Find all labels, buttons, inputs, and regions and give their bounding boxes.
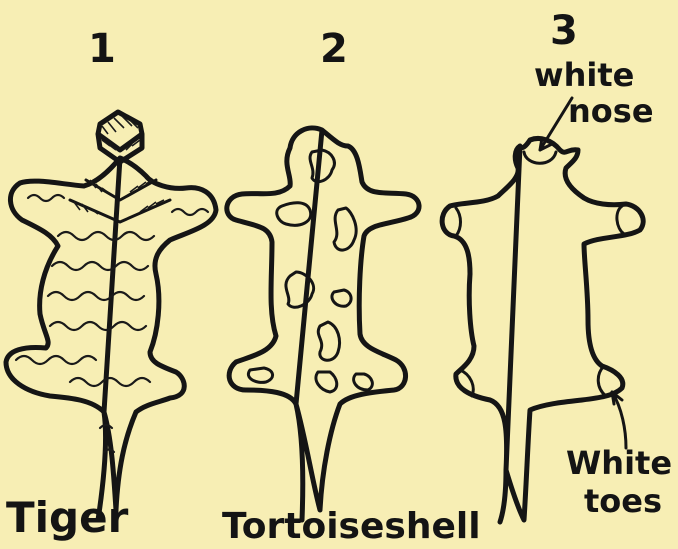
figure-2-number: 2: [320, 26, 348, 72]
tiger-head-outline: [98, 112, 142, 162]
tiger-skin: [6, 112, 216, 520]
tiger-stripe-2: [172, 209, 208, 215]
tiger-stripe-1: [28, 195, 64, 201]
tortoiseshell-spot-4: [286, 272, 314, 307]
tiger-stripe-6: [50, 322, 146, 330]
tortoiseshell-spot-7: [248, 368, 272, 382]
tortoiseshell-spot-2: [277, 203, 311, 226]
tortoiseshell-spot-1: [310, 150, 334, 182]
toes-annotation-line1: White: [566, 444, 672, 482]
tortoiseshell-spot-9: [354, 374, 373, 390]
figure-2-label: Tortoiseshell: [222, 506, 481, 547]
white-toe-right-rear: [598, 366, 606, 396]
white-toe-right-front: [617, 206, 624, 234]
figure-1-label: Tiger: [6, 493, 129, 542]
figure-3-number: 3: [550, 8, 578, 54]
nose-annotation-line2: nose: [568, 92, 654, 130]
figure-1-number: 1: [88, 26, 116, 72]
tortoiseshell-spot-8: [316, 372, 337, 392]
tiger-stripe-8: [70, 378, 150, 386]
toes-arrow: [612, 392, 626, 448]
white-nose-patch: [524, 152, 556, 163]
nose-annotation-line1: white: [534, 56, 634, 94]
tiger-stripe-4: [52, 262, 148, 270]
toes-annotation-line2: toes: [584, 482, 662, 520]
tiger-stripe-7: [16, 356, 96, 364]
tiger-stripe-5: [48, 292, 144, 300]
tortoiseshell-spot-5: [332, 290, 351, 306]
white-toe-left-front: [456, 208, 461, 236]
tortoiseshell-spot-6: [318, 322, 339, 360]
tiger-stripe-3: [58, 232, 154, 240]
tortoiseshell-skin: [227, 128, 419, 520]
tortoiseshell-spot-3: [334, 208, 356, 250]
